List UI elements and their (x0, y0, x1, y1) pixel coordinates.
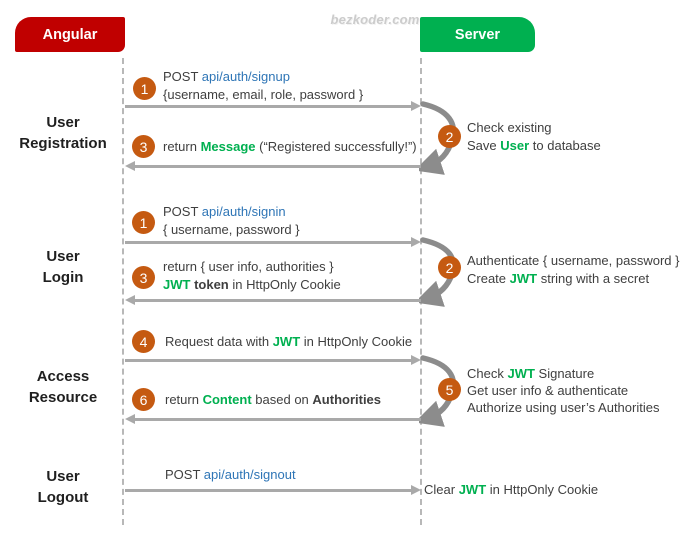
access-step-4-badge: 4 (132, 330, 155, 353)
resource-response-message: return Content based on Authorities (165, 392, 382, 407)
actor-angular-label: Angular (42, 26, 98, 43)
resource-request-arrow (125, 354, 421, 367)
section-label-user-logout: User Logout (37, 468, 89, 506)
lifeline-angular (122, 58, 124, 525)
signin-response-message: return { user info, authorities }JWT tok… (163, 259, 341, 292)
resource-response-arrow (125, 413, 421, 426)
watermark: bezkoder.com (330, 12, 420, 27)
access-step-6-badge: 6 (132, 388, 155, 411)
signup-request-message: POST api/auth/signup{username, email, ro… (163, 69, 364, 102)
login-step-2-badge: 2 (438, 256, 461, 279)
section-label-access-resource: Access Resource (28, 368, 98, 406)
login-server-message: Authenticate { username, password }Creat… (467, 253, 680, 286)
actor-server-box: Server (420, 17, 535, 52)
logout-server-message: Clear JWT in HttpOnly Cookie (424, 482, 599, 497)
signup-response-message: return Message (“Registered successfully… (163, 139, 417, 154)
arrowhead-right-icon (411, 485, 421, 495)
registration-step-2-badge: 2 (438, 125, 461, 148)
signin-request-message: POST api/auth/signin{ username, password… (163, 204, 300, 237)
signup-response-arrow (125, 160, 421, 173)
arrowhead-left-icon (125, 161, 135, 171)
section-label-user-login: User Login (42, 248, 84, 286)
arrowhead-left-icon (125, 414, 135, 424)
arrowhead-right-icon (411, 101, 421, 111)
signout-request-arrow (125, 484, 421, 497)
section-label-user-registration: User Registration (19, 114, 107, 152)
arrowhead-left-icon (125, 295, 135, 305)
signup-request-arrow (125, 100, 421, 113)
resource-request-message: Request data with JWT in HttpOnly Cookie (165, 334, 413, 349)
registration-step-1-badge: 1 (133, 77, 156, 100)
actor-server-label: Server (454, 26, 501, 43)
access-step-5-badge: 5 (438, 378, 461, 401)
login-step-1-badge: 1 (132, 211, 155, 234)
actor-angular-box: Angular (15, 17, 125, 52)
signin-response-arrow (125, 294, 421, 307)
arrowhead-right-icon (411, 237, 421, 247)
signin-request-arrow (125, 236, 421, 249)
arrowhead-right-icon (411, 355, 421, 365)
login-step-3-badge: 3 (132, 266, 155, 289)
registration-step-3-badge: 3 (132, 135, 155, 158)
signout-request-message: POST api/auth/signout (165, 467, 296, 482)
